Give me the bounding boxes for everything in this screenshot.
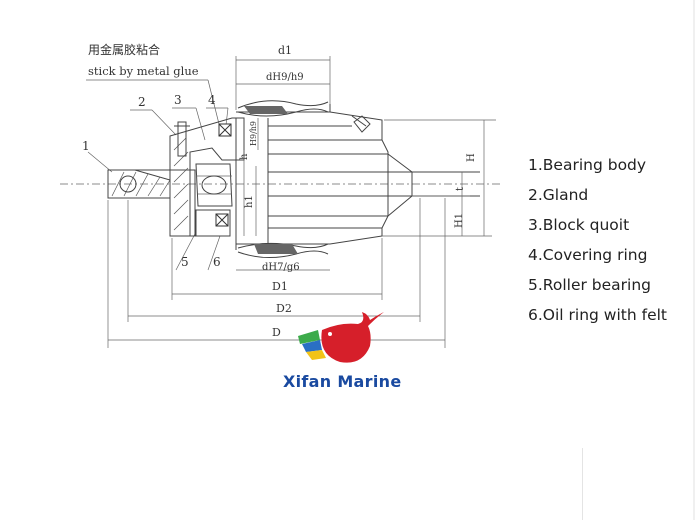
legend-item-block-quoit: 3.Block quoit — [528, 216, 630, 234]
callout-2: 2 — [138, 95, 146, 109]
dim-HH9: H9/h9 — [249, 121, 258, 146]
dim-dH9: dH9/h9 — [266, 72, 304, 83]
dim-t: t — [455, 187, 466, 191]
chinese-note: 用金属胶粘合 — [88, 42, 160, 57]
dim-h1: h1 — [244, 195, 255, 208]
dim-H: H — [466, 153, 477, 162]
dim-D1: D1 — [272, 280, 288, 293]
legend-item-roller-bearing: 5.Roller bearing — [528, 276, 652, 294]
dim-H1: H1 — [454, 213, 465, 228]
legend-item-bearing-body: 1.Bearing body — [528, 156, 647, 174]
callout-4: 4 — [208, 93, 216, 107]
dim-d1: d1 — [278, 44, 292, 57]
callout-5: 5 — [181, 255, 189, 269]
xifan-whale-logo — [298, 312, 384, 363]
dim-h: h — [239, 153, 250, 160]
brand-name: Xifan Marine — [283, 372, 402, 391]
legend-item-oil-ring: 6.Oil ring with felt — [528, 306, 667, 324]
dim-dH7: dH7/g6 — [262, 262, 300, 273]
legend-item-covering-ring: 4.Covering ring — [528, 246, 648, 264]
legend-item-gland: 2.Gland — [528, 186, 589, 204]
dim-D: D — [272, 326, 281, 339]
callout-1: 1 — [82, 139, 90, 153]
page-edge — [693, 0, 695, 520]
english-note: stick by metal glue — [88, 64, 199, 78]
callout-3: 3 — [174, 93, 182, 107]
parts-legend: 1.Bearing body 2.Gland 3.Block quoit 4.C… — [528, 150, 693, 330]
dim-D2: D2 — [276, 302, 292, 315]
divider-line — [582, 448, 583, 520]
callout-6: 6 — [213, 255, 221, 269]
